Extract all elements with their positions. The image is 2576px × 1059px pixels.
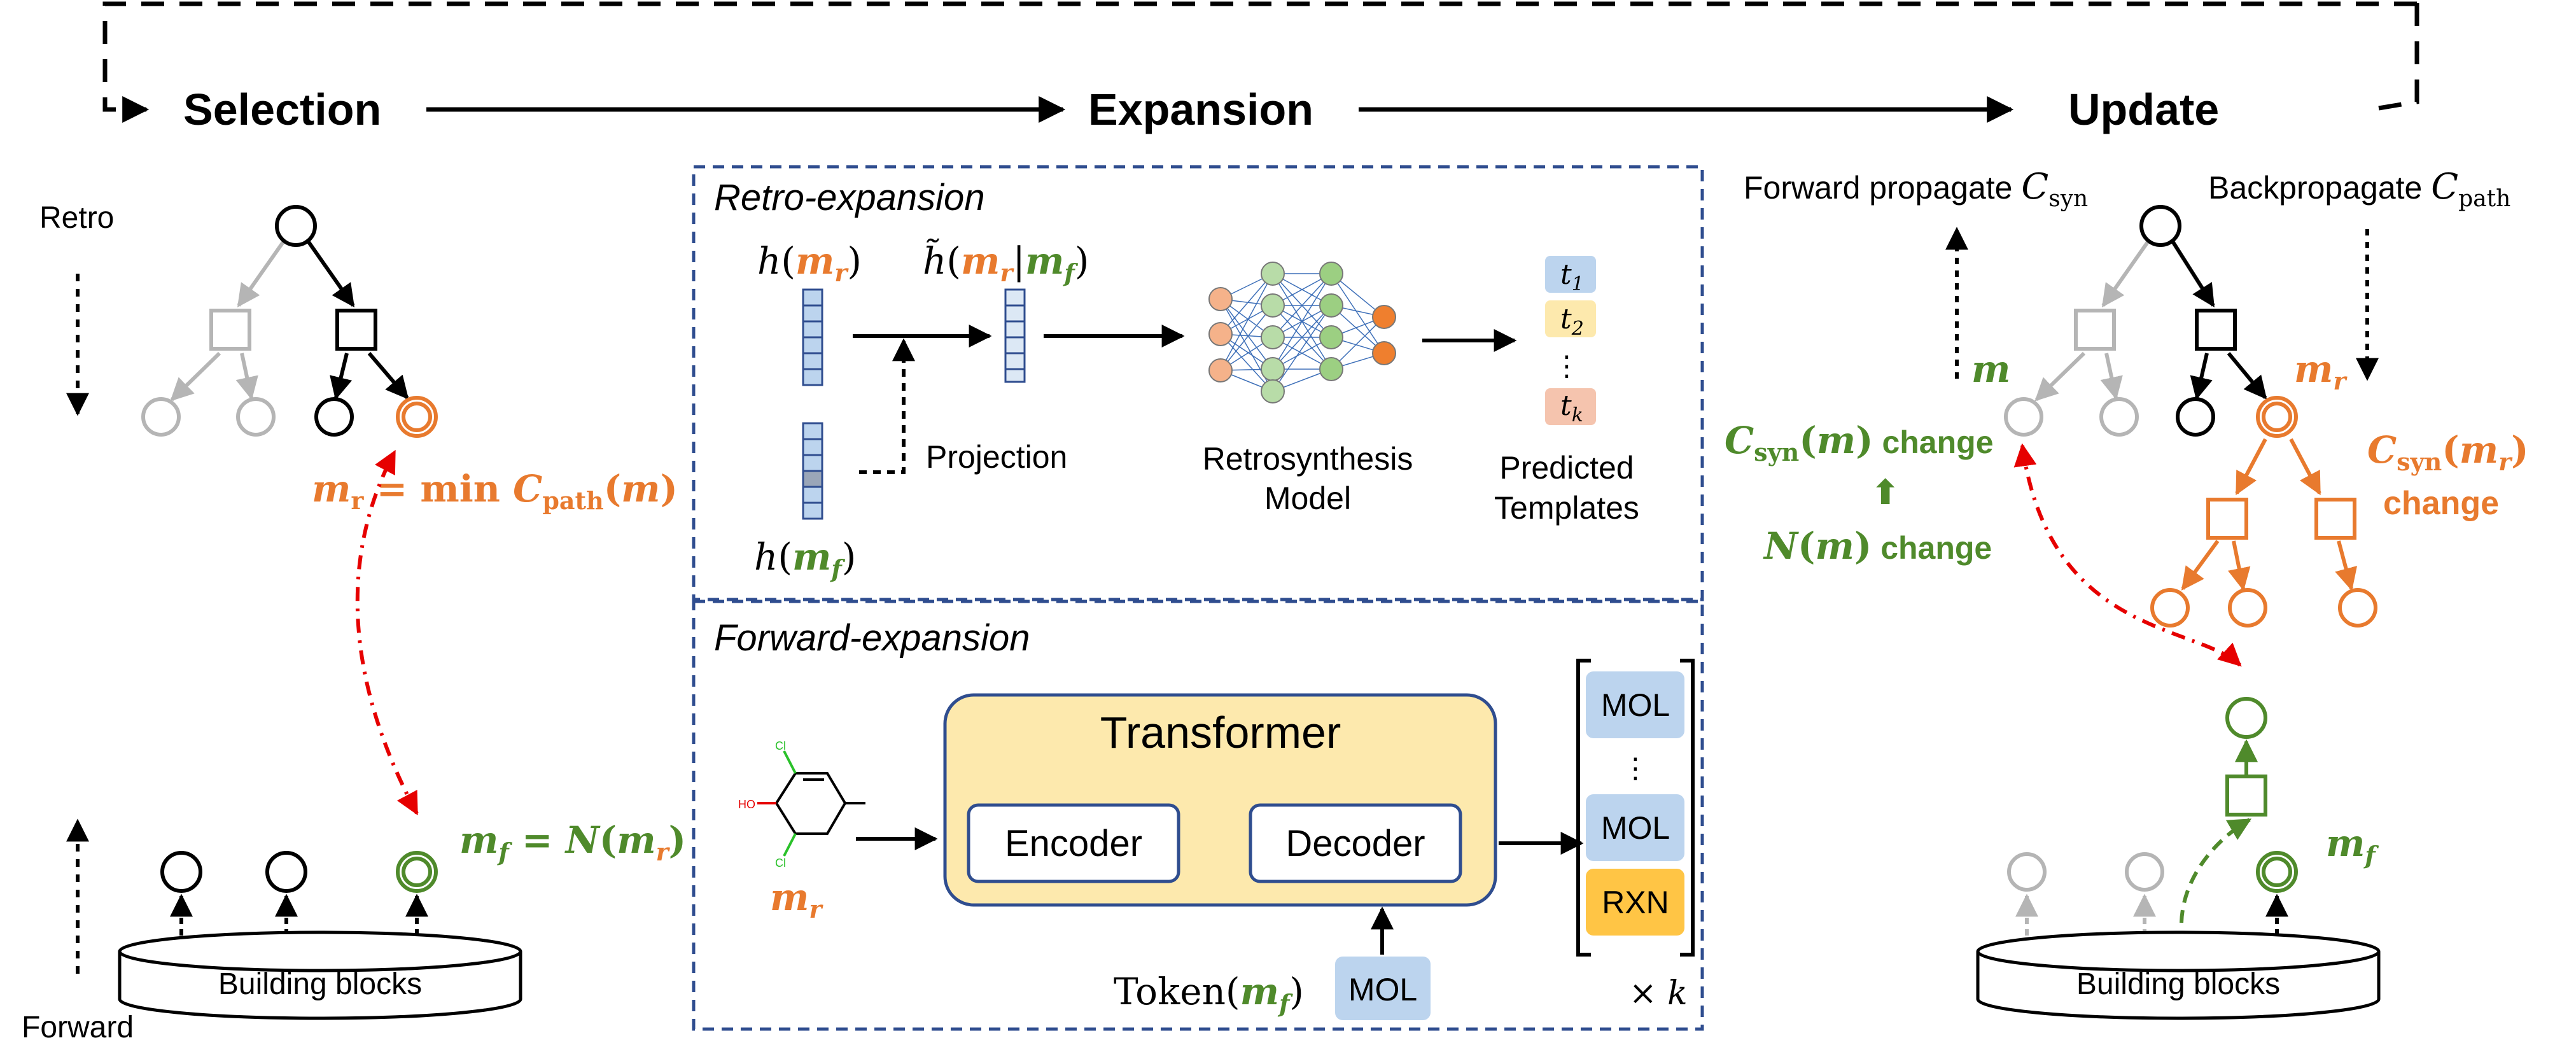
forward-propagate-label: Forward propagate Csyn: [1744, 166, 2088, 212]
csyn-mr-label: Csyn(mr): [2367, 428, 2529, 476]
reaction-node-black: [335, 309, 377, 351]
token-mol-box: [1335, 957, 1431, 1020]
model-label-line1: Retrosynthesis: [1203, 441, 1413, 477]
reaction-node-gray: [209, 309, 251, 351]
phase-selection: Selection: [183, 85, 381, 134]
svg-text:t1: t1: [1560, 258, 1584, 295]
predicted-templates: t1 t2 ⋮ tk: [1545, 256, 1596, 426]
vector-h-mr: [802, 288, 823, 386]
encoder-box: [967, 803, 1180, 883]
update-node-m: [2004, 397, 2043, 437]
output-mol-2: [1586, 794, 1684, 861]
h-tilde-label: h̃(mr|mf): [923, 237, 1089, 287]
forward-label: Forward: [22, 1011, 134, 1044]
token-mol-label: MOL: [1348, 972, 1417, 1007]
selection-link: [355, 449, 419, 816]
update-node-mr: [2256, 396, 2298, 438]
h-mf-label: h(mf): [754, 535, 856, 583]
selection-tree: [141, 205, 438, 438]
vector-h-mf: [802, 422, 823, 520]
template-ellipsis: ⋮: [1553, 351, 1581, 382]
phase-expansion: Expansion: [1088, 85, 1313, 134]
update-panel: Forward propagate Csyn Backpropagate Cpa…: [1725, 166, 2529, 1020]
output-mol-2-label: MOL: [1601, 810, 1670, 846]
selection-panel: Retro mr = min Cpath(m) mf = N(mr) Forwa…: [22, 201, 686, 1044]
mr-molecule-label: mr: [770, 876, 823, 923]
model-label-line2: Model: [1264, 480, 1351, 516]
n-m-change: N(m) change: [1763, 524, 1992, 568]
token-label: Token(mf): [1114, 970, 1304, 1018]
molecule-cl-bottom: Cl: [775, 857, 786, 869]
backpropagate-label: Backpropagate Cpath: [2208, 166, 2510, 212]
update-mf-label: mf: [2326, 822, 2379, 869]
templates-label-line1: Predicted: [1499, 450, 1634, 486]
update-tree: [2004, 205, 2377, 628]
building-block-mf: [396, 851, 438, 893]
decoder-label: Decoder: [1285, 823, 1425, 864]
mr-equation: mr = min Cpath(m): [312, 467, 678, 515]
forward-expansion-title: Forward-expansion: [714, 617, 1030, 659]
molecule-ho: HO: [738, 798, 755, 811]
retrosynthesis-model-icon: [1208, 262, 1396, 403]
output-mol-1: [1586, 671, 1684, 738]
phase-update: Update: [2068, 85, 2219, 134]
root-node: [275, 205, 317, 247]
top-loop: [102, 0, 2419, 123]
retro-expansion-panel: Retro-expansion h(mr) h̃(mr|mf) h(mf) Pr…: [692, 165, 1704, 601]
output-bracket-right: [1680, 659, 1695, 957]
vector-h-tilde: [1004, 288, 1026, 383]
forward-expansion-panel: Forward-expansion HO Cl Cl mr Transforme…: [692, 600, 1704, 1031]
output-bracket-left: [1576, 659, 1591, 957]
update-building-blocks-db: [1976, 930, 2381, 1020]
output-mol-1-label: MOL: [1601, 687, 1670, 723]
building-blocks-db: [118, 930, 522, 1020]
transformer-label: Transformer: [1100, 708, 1341, 757]
update-link: [2013, 443, 2242, 667]
mf-equation: mf = N(mr): [459, 818, 686, 866]
decoder-box: [1249, 803, 1462, 883]
molecule-cl-top: Cl: [775, 740, 786, 752]
times-k: × k: [1629, 974, 1688, 1013]
csyn-m-change: Csyn(m) change: [1725, 419, 1994, 466]
molecule-mr-icon: [757, 750, 865, 857]
csyn-m-arrow: ⬆: [1871, 473, 1900, 512]
templates-label-line2: Templates: [1494, 490, 1639, 526]
update-m-label: m: [1971, 347, 2010, 391]
h-mr-label: h(mr): [757, 239, 862, 287]
output-rxn-label: RXN: [1602, 885, 1669, 920]
update-mr-label: mr: [2294, 347, 2348, 395]
encoder-label: Encoder: [1005, 823, 1142, 864]
retro-expansion-title: Retro-expansion: [714, 177, 985, 218]
building-blocks-label: Building blocks: [218, 967, 422, 1001]
update-building-blocks-label: Building blocks: [2076, 967, 2280, 1001]
output-rxn: [1586, 869, 1684, 936]
projection-label: Projection: [926, 439, 1067, 475]
output-ellipsis: ⋮: [1621, 753, 1649, 784]
retro-label: Retro: [39, 201, 114, 235]
update-green-subtree: [2007, 697, 2298, 936]
csyn-mr-change: change: [2383, 485, 2499, 522]
selected-node-mr: [396, 396, 438, 438]
